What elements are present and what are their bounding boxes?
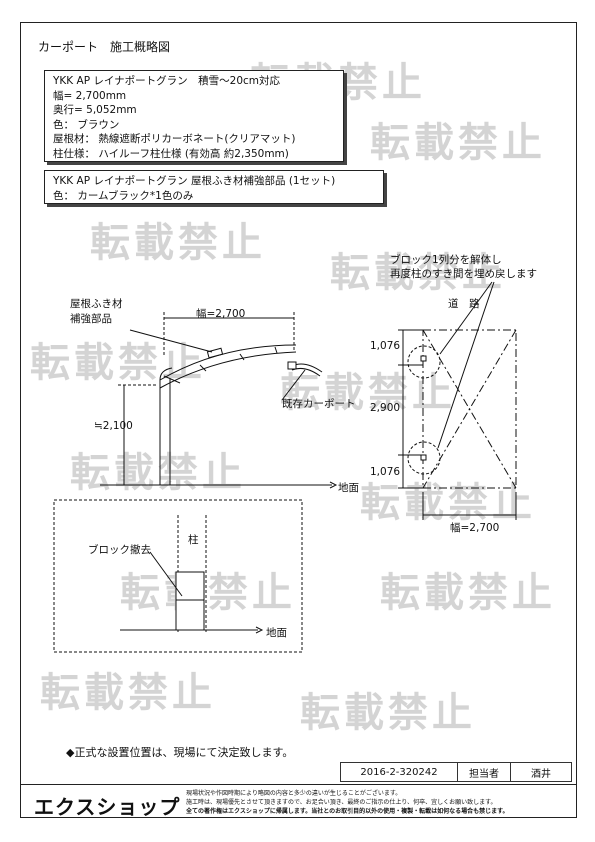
dim-mid: 2,900 — [370, 402, 401, 414]
drawing-frame — [20, 22, 577, 818]
watermark: 転載禁止 — [40, 670, 216, 716]
watermark: 転載禁止 — [330, 250, 506, 296]
dim-bottom: 1,076 — [370, 466, 401, 478]
company-logo: エクスショップ — [34, 795, 181, 819]
footer-note-line: 施工時は、現場優先とさせて頂きますので、お足合い頂き、最終のご指示の仕上り、何卒… — [186, 799, 497, 806]
spec-line: 色： ブラウン — [53, 118, 120, 131]
footer-note-line: 全ての著作権はエクスショップに帰属します。当社とのお取引目的以外の使用・複製・転… — [186, 808, 509, 815]
detail-view — [53, 499, 303, 653]
side-width-dim: 幅=2,700 — [196, 308, 246, 320]
spec-line: YKK AP レイナポートグラン 積雪～20cm対応 — [53, 75, 281, 87]
part-line: 色： カームブラック*1色のみ — [53, 189, 194, 202]
watermark: 転載禁止 — [30, 340, 206, 386]
placement-note: ◆正式な設置位置は、現場にて決定致します。 — [66, 746, 294, 759]
title-block: 2016-2-320242 担当者 酒井 — [340, 762, 572, 782]
page-title: カーポート 施工概略図 — [38, 40, 171, 54]
side-view — [100, 312, 338, 489]
roof-part-label: 屋根ふき材 — [70, 298, 123, 310]
spec-line: 柱仕様： ハイルーフ柱仕様 (有効高 約2,350mm) — [53, 147, 289, 160]
spec-line: 屋根材： 熱線遮断ポリカーボネート(クリアマット) — [53, 133, 296, 145]
spec-line: 奥行= 5,052mm — [53, 104, 137, 116]
role-label: 担当者 — [458, 763, 511, 781]
block-removal-label: ブロック撤去 — [88, 544, 151, 556]
watermark: 転載禁止 — [70, 450, 246, 496]
drawing-number: 2016-2-320242 — [341, 763, 458, 781]
pillar-label: 柱 — [188, 534, 199, 546]
height-dim: ≒2,100 — [94, 420, 133, 432]
part-box: YKK AP レイナポートグラン 屋根ふき材補強部品 (1セット) 色： カーム… — [44, 170, 384, 204]
plan-note: ブロック1列分を解体し — [390, 254, 502, 266]
dim-top: 1,076 — [370, 340, 401, 352]
footer-note-line: 現場状況や作図時期により略図の内容と多少の違いが生じることがございます。 — [186, 790, 402, 797]
existing-carport-label: 既存カーポート — [282, 398, 356, 410]
plan-width-dim: 幅=2,700 — [450, 522, 500, 534]
plan-note: 再度柱のすき間を埋め戻します — [390, 268, 537, 280]
part-line: YKK AP レイナポートグラン 屋根ふき材補強部品 (1セット) — [53, 175, 336, 187]
person-name: 酒井 — [531, 768, 551, 780]
footer-note: 現場状況や作図時期により略図の内容と多少の違いが生じることがございます。 施工時… — [186, 789, 509, 816]
watermark: 転載禁止 — [300, 690, 476, 736]
roof-part-label: 補強部品 — [70, 313, 112, 325]
watermark: 転載禁止 — [370, 120, 546, 166]
road-label: 道 路 — [448, 298, 480, 310]
spec-line: 幅= 2,700mm — [53, 89, 127, 102]
watermark: 転載禁止 — [90, 220, 266, 266]
watermark: 転載禁止 — [380, 570, 556, 616]
plan-view — [398, 281, 517, 520]
detail-ground-label: 地面 — [266, 627, 287, 639]
spec-box: YKK AP レイナポートグラン 積雪～20cm対応 幅= 2,700mm 奥行… — [44, 70, 344, 162]
footer: エクスショップ 現場状況や作図時期により略図の内容と多少の違いが生じることがござ… — [20, 784, 577, 819]
ground-label: 地面 — [338, 482, 359, 494]
